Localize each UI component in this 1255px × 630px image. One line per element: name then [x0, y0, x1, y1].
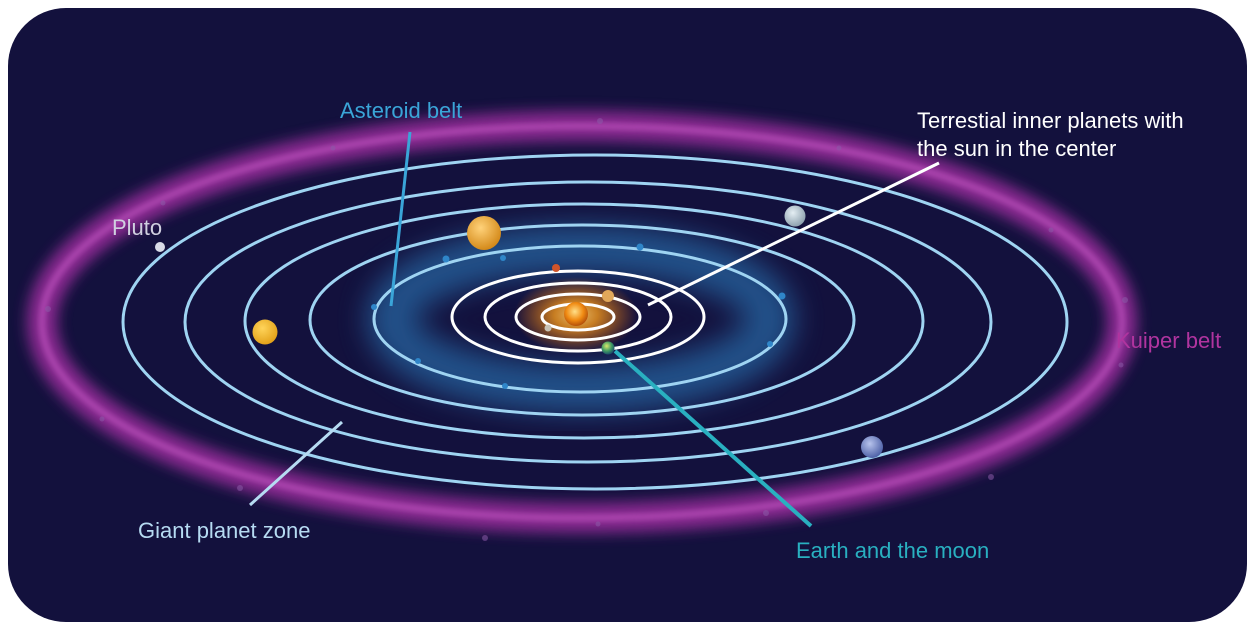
- pluto-label: Pluto: [112, 215, 163, 240]
- earth-moon-label: Earth and the moon: [796, 538, 990, 563]
- orbit-neptune: [183, 180, 993, 464]
- orbit-jupiter: [372, 244, 788, 394]
- orbit-mars: [450, 269, 706, 365]
- kuiper-belt: [27, 111, 1137, 533]
- orbit-uranus: [243, 202, 925, 440]
- venus-icon: [602, 290, 614, 302]
- orbit-saturn: [308, 223, 856, 417]
- asteroid-belt-label: Asteroid belt: [340, 98, 463, 123]
- terrestrial-label-line1: Terrestial inner planets with: [917, 108, 1184, 133]
- mercury-icon: [544, 324, 552, 332]
- earth-leader-line: [613, 349, 813, 528]
- giant-planet-zone-label: Giant planet zone: [138, 518, 311, 543]
- terrestrial-label-line2: the sun in the center: [917, 136, 1117, 161]
- giant-zone-leader-line: [248, 420, 344, 507]
- terrestrial-leader-line: [647, 161, 940, 307]
- asteroid-dots: [371, 243, 786, 389]
- kuiper-objects: [45, 118, 1128, 541]
- diagram-canvas: [8, 8, 1247, 622]
- earth-icon: [601, 341, 615, 355]
- neptune-icon: [861, 436, 883, 458]
- sun-icon: [564, 302, 588, 326]
- mars-icon: [552, 264, 560, 272]
- pluto-icon: [155, 242, 165, 252]
- saturn-icon: [252, 319, 278, 345]
- kuiper-belt-label: Kuiper belt: [1116, 328, 1222, 353]
- orbit-pluto: [121, 153, 1069, 491]
- uranus-icon: [784, 205, 806, 227]
- terrestrial-planets-label: Terrestial inner planets with the sun in…: [917, 107, 1184, 163]
- orbit-venus: [514, 292, 642, 342]
- giant-planet-orbits: [121, 153, 1069, 491]
- orbit-earth: [483, 281, 673, 353]
- jupiter-icon: [467, 216, 501, 250]
- asteroid-leader-line: [389, 131, 412, 307]
- solar-system-diagram: Asteroid belt Terrestial inner planets w…: [8, 8, 1247, 622]
- asteroid-belt: [367, 225, 795, 413]
